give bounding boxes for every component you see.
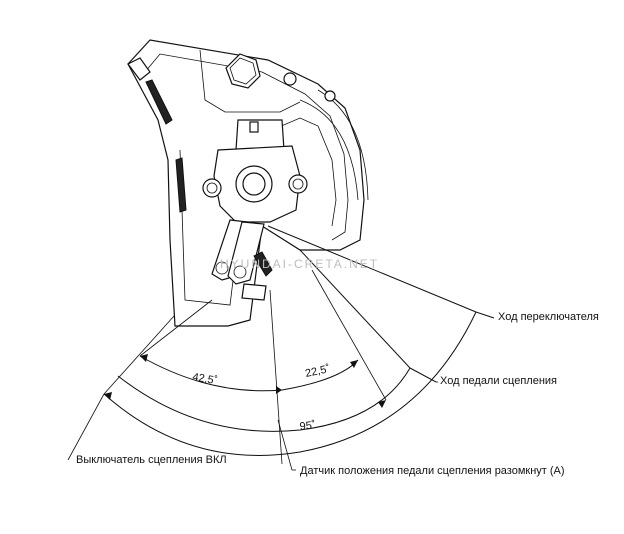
label-clutch-switch-on: Выключатель сцепления ВКЛ: [76, 454, 227, 466]
angle-22-5: 22,5˚: [304, 363, 331, 380]
watermark: HYUNDAI-CRETA.NET: [220, 257, 379, 271]
angle-arcs: [103, 311, 477, 456]
bracket-hole-2: [324, 90, 336, 102]
hex-nut: [225, 53, 261, 89]
reference-lines: [103, 225, 495, 465]
angle-42-5: 42,5˚: [191, 371, 218, 387]
pedal-position-sensor: [202, 119, 308, 223]
callout-leaders: [67, 381, 438, 471]
pedal-lever: [211, 219, 273, 301]
angle-95: 95˚: [299, 419, 316, 433]
label-pedal-sensor-open: Датчик положения педали сцепления разомк…: [300, 465, 565, 477]
bracket-hole: [283, 72, 297, 86]
label-pedal-stroke: Ход педали сцепления: [440, 375, 557, 387]
label-switch-stroke: Ход переключателя: [498, 311, 599, 323]
